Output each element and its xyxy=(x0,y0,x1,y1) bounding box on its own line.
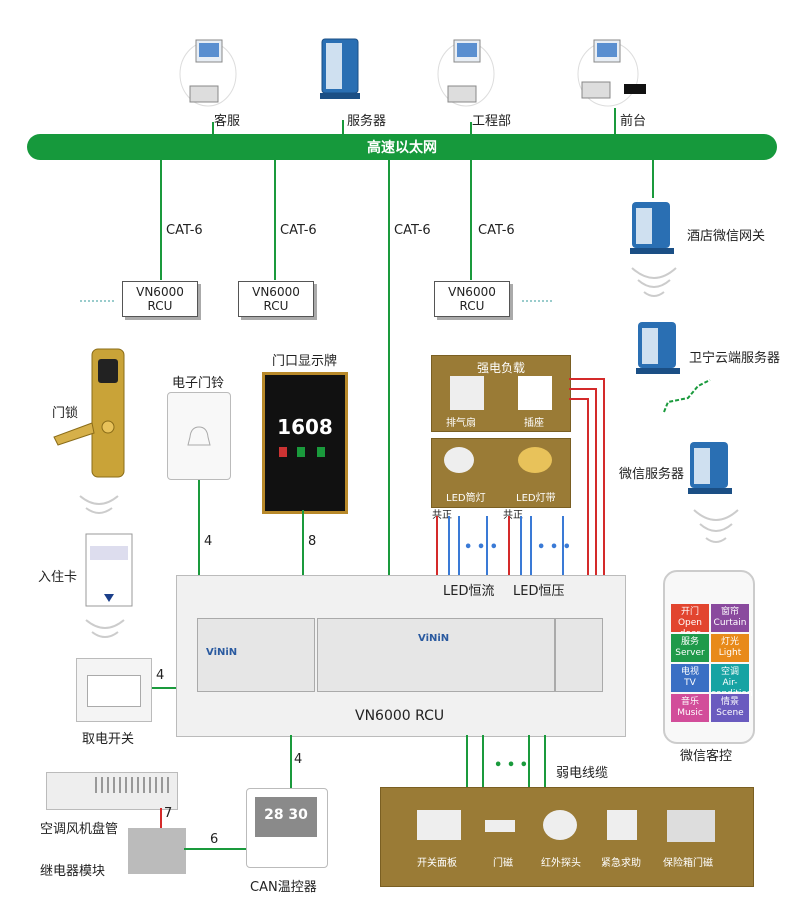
rcu-box: VN6000 RCU xyxy=(122,281,198,317)
rcu-model: VN6000 xyxy=(136,285,184,299)
strong-load-title: 强电负载 xyxy=(476,361,525,375)
cable-label: CAT-6 xyxy=(394,223,431,238)
rcu-type: RCU xyxy=(147,299,173,313)
weak-item-label: 紧急求助 xyxy=(601,858,641,869)
server-icon xyxy=(632,318,688,378)
wire-count: 7 xyxy=(164,806,173,821)
thermostat-reading: 28 30 xyxy=(264,807,308,823)
server-icon xyxy=(684,438,740,498)
doorbell-device xyxy=(167,392,231,480)
common-positive-label: 共正 xyxy=(432,510,452,521)
computer-icon xyxy=(437,39,495,107)
power-switch-label: 取电开关 xyxy=(82,732,135,747)
rcu-model: VN6000 xyxy=(448,285,496,299)
computer-icon xyxy=(179,39,237,107)
rcu-box: VN6000 RCU xyxy=(434,281,510,317)
rcu-box: VN6000 RCU xyxy=(238,281,314,317)
power-switch-device xyxy=(76,658,152,722)
link-zigzag xyxy=(663,379,711,413)
checkin-card-label: 入住卡 xyxy=(38,570,78,585)
control-module: ViNiN xyxy=(317,618,555,692)
server-label: 卫宁云端服务器 xyxy=(689,351,781,366)
weak-item-label: 门磁 xyxy=(493,858,513,869)
top-node-kefu xyxy=(178,30,238,110)
ac-coil-label: 空调风机盘管 xyxy=(40,822,119,837)
wifi-icon xyxy=(631,267,677,297)
wifi-icon xyxy=(85,619,125,638)
load-item-label: 排气扇 xyxy=(446,418,476,429)
common-positive-label: 共正 xyxy=(503,510,523,521)
top-node-label: 前台 xyxy=(620,114,647,129)
led-label: LED恒流 xyxy=(443,584,495,599)
rcu-model: VN6000 xyxy=(252,285,300,299)
weak-devices-box: 开关面板 门磁 红外探头 紧急求助 保险箱门磁 xyxy=(380,787,754,887)
load-item-label: LED灯带 xyxy=(516,493,556,504)
rcu-main-label: VN6000 RCU xyxy=(355,708,445,724)
door-display-label: 门口显示牌 xyxy=(272,354,338,369)
weak-cable-label: 弱电线缆 xyxy=(556,766,609,781)
top-node-label: 工程部 xyxy=(472,114,512,129)
weak-item-label: 红外探头 xyxy=(541,858,581,869)
ac-coil-device xyxy=(46,772,178,810)
computer-icon xyxy=(577,39,646,107)
wire-count: 4 xyxy=(204,534,213,549)
cable-label: CAT-6 xyxy=(166,223,203,238)
bell-icon xyxy=(187,426,211,446)
strong-load-box: 强电负载 排气扇 插座 xyxy=(431,355,571,432)
io-module xyxy=(555,618,603,692)
server-label: 微信服务器 xyxy=(619,467,685,482)
server-label: 酒店微信网关 xyxy=(687,229,766,244)
can-thermostat-device: 28 30 xyxy=(246,788,328,868)
top-node-frontdesk xyxy=(568,30,658,110)
server-icon xyxy=(626,198,682,258)
rcu-type: RCU xyxy=(263,299,289,313)
relay-module-label: 继电器模块 xyxy=(40,864,106,879)
ethernet-bus: 高速以太网 xyxy=(27,134,777,160)
led-load-box: LED筒灯 LED灯带 xyxy=(431,438,571,508)
can-thermostat-label: CAN温控器 xyxy=(250,880,317,895)
led-label: LED恒压 xyxy=(513,584,565,599)
weak-item-label: 保险箱门磁 xyxy=(663,858,713,869)
top-node-engineering xyxy=(436,30,496,110)
server-icon xyxy=(320,38,360,99)
room-number: 1608 xyxy=(277,415,333,439)
rcu-type: RCU xyxy=(459,299,485,313)
brand-label: ViNiN xyxy=(206,647,238,658)
wire-count: 8 xyxy=(308,534,317,549)
wire-count: 4 xyxy=(156,668,165,683)
top-node-label: 客服 xyxy=(214,114,241,129)
doorbell-label: 电子门铃 xyxy=(172,376,225,391)
wire-count: 6 xyxy=(210,832,219,847)
rcu-main-panel: LED恒流 LED恒压 ViNiN ViNiN VN6000 RCU xyxy=(176,575,626,737)
cable-label: CAT-6 xyxy=(280,223,317,238)
power-module: ViNiN xyxy=(197,618,315,692)
top-node-server xyxy=(316,35,366,110)
load-item-label: LED筒灯 xyxy=(446,493,486,504)
top-node-label: 服务器 xyxy=(347,114,387,129)
door-lock-label: 门锁 xyxy=(52,406,79,421)
relay-module-device xyxy=(128,828,186,874)
key-card-icon xyxy=(85,533,133,607)
brand-label: ViNiN xyxy=(418,633,450,644)
door-display-device: 1608 xyxy=(262,372,348,514)
wire-count: 4 xyxy=(294,752,303,767)
door-lock-icon xyxy=(53,348,125,478)
wifi-icon xyxy=(693,509,739,543)
wifi-icon xyxy=(79,495,119,514)
load-item-label: 插座 xyxy=(524,418,544,429)
cable-label: CAT-6 xyxy=(478,223,515,238)
weak-item-label: 开关面板 xyxy=(417,858,457,869)
wechat-label: 微信客控 xyxy=(680,749,733,764)
